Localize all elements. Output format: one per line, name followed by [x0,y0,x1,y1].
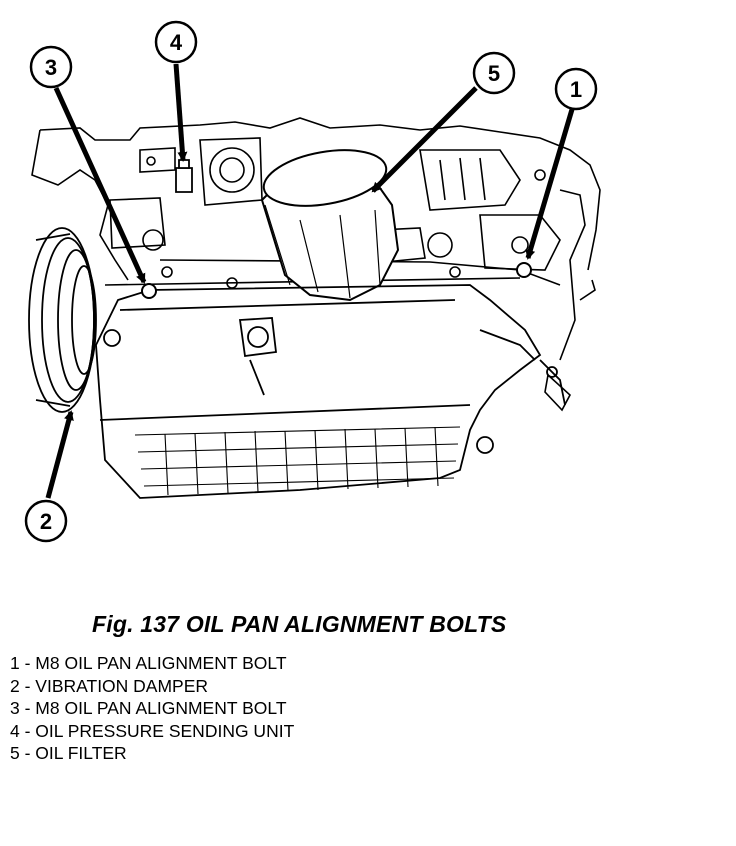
legend-item-3: 3 - M8 OIL PAN ALIGNMENT BOLT [10,698,287,718]
callout-3-label: 3 [45,55,57,80]
right-bracket [544,189,596,412]
legend-item-1: 1 - M8 OIL PAN ALIGNMENT BOLT [10,653,287,673]
alignment-bolt-left [141,283,157,299]
callout-4-label: 4 [170,30,183,55]
leader-lines [45,63,576,499]
callout-1-label: 1 [570,77,582,102]
leader-line-4 [173,63,188,162]
engine-oil-pan-diagram: 1 2 3 4 5 [24,20,601,543]
oil-pan [95,284,566,499]
oil-pan-ribs [134,426,461,496]
vibration-damper [28,227,97,413]
legend-item-5: 5 - OIL FILTER [10,743,127,763]
legend-list: 1 - M8 OIL PAN ALIGNMENT BOLT 2 - VIBRAT… [10,652,294,765]
callout-4: 4 [154,20,198,64]
legend-item-2: 2 - VIBRATION DAMPER [10,675,209,696]
oil-pressure-sending-unit [175,159,193,193]
alignment-bolt-right [516,262,532,278]
leader-line-3 [53,86,147,284]
callout-5: 5 [472,51,516,95]
leader-line-1 [525,105,576,260]
leader-line-5 [371,86,478,193]
callout-5-label: 5 [488,61,500,86]
legend-item-4: 4 - OIL PRESSURE SENDING UNIT [10,720,295,741]
figure-caption: Fig. 137 OIL PAN ALIGNMENT BOLTS [92,611,507,637]
callout-2: 2 [24,499,68,543]
callout-2-label: 2 [40,509,52,534]
callout-3: 3 [29,45,73,89]
oil-filter [260,149,400,302]
leader-line-2 [45,410,74,499]
callout-1: 1 [554,67,598,111]
